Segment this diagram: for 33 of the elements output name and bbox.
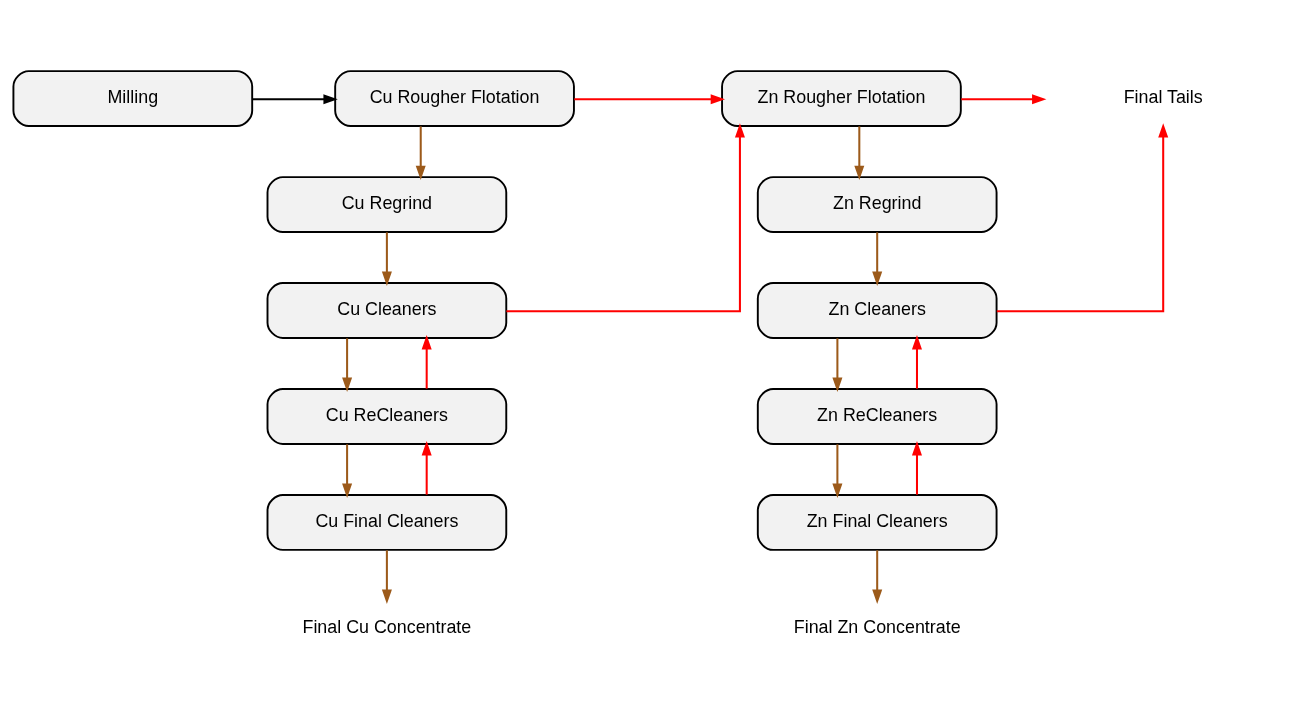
node-box: Zn ReCleaners [756, 388, 998, 445]
arrow [506, 123, 745, 313]
node-box: Milling [12, 70, 254, 127]
arrow [381, 232, 392, 286]
node-box: Cu ReCleaners [266, 388, 508, 445]
node-box: Zn Regrind [756, 176, 998, 233]
arrow [961, 94, 1047, 105]
arrow [872, 232, 883, 286]
node-text: Final Cu Concentrate [302, 617, 472, 638]
node-box: Zn Final Cleaners [756, 494, 998, 551]
node-box: Cu Final Cleaners [266, 494, 508, 551]
arrow [342, 444, 353, 498]
arrow [421, 441, 432, 495]
arrow [574, 94, 725, 105]
arrow [415, 126, 426, 180]
node-text: Final Zn Concentrate [793, 617, 961, 638]
arrow [854, 126, 865, 180]
node-box: Cu Regrind [266, 176, 508, 233]
arrow [421, 335, 432, 389]
arrow [996, 123, 1169, 313]
arrow [832, 444, 843, 498]
arrow [911, 441, 922, 495]
node-box: Cu Rougher Flotation [334, 70, 575, 127]
arrow [872, 550, 883, 604]
arrow [252, 94, 338, 105]
node-text: Final Tails [1123, 87, 1203, 108]
node-box: Cu Cleaners [266, 282, 508, 339]
arrow [342, 338, 353, 392]
arrow [832, 338, 843, 392]
arrow [911, 335, 922, 389]
node-box: Zn Cleaners [756, 282, 998, 339]
node-box: Zn Rougher Flotation [721, 70, 962, 127]
arrow [381, 550, 392, 604]
